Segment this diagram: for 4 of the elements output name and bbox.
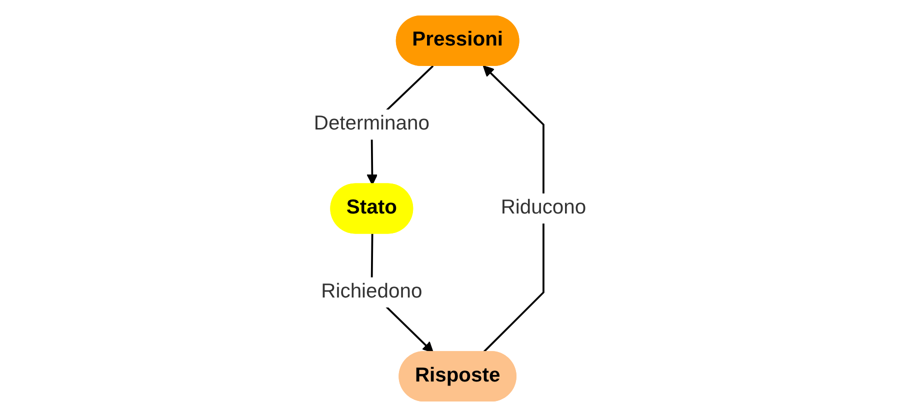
arrow [482, 65, 544, 353]
edge-label: Richiedono [321, 281, 422, 302]
edge-label: Determinano [314, 113, 430, 135]
edge-label: Riducono [500, 197, 586, 219]
